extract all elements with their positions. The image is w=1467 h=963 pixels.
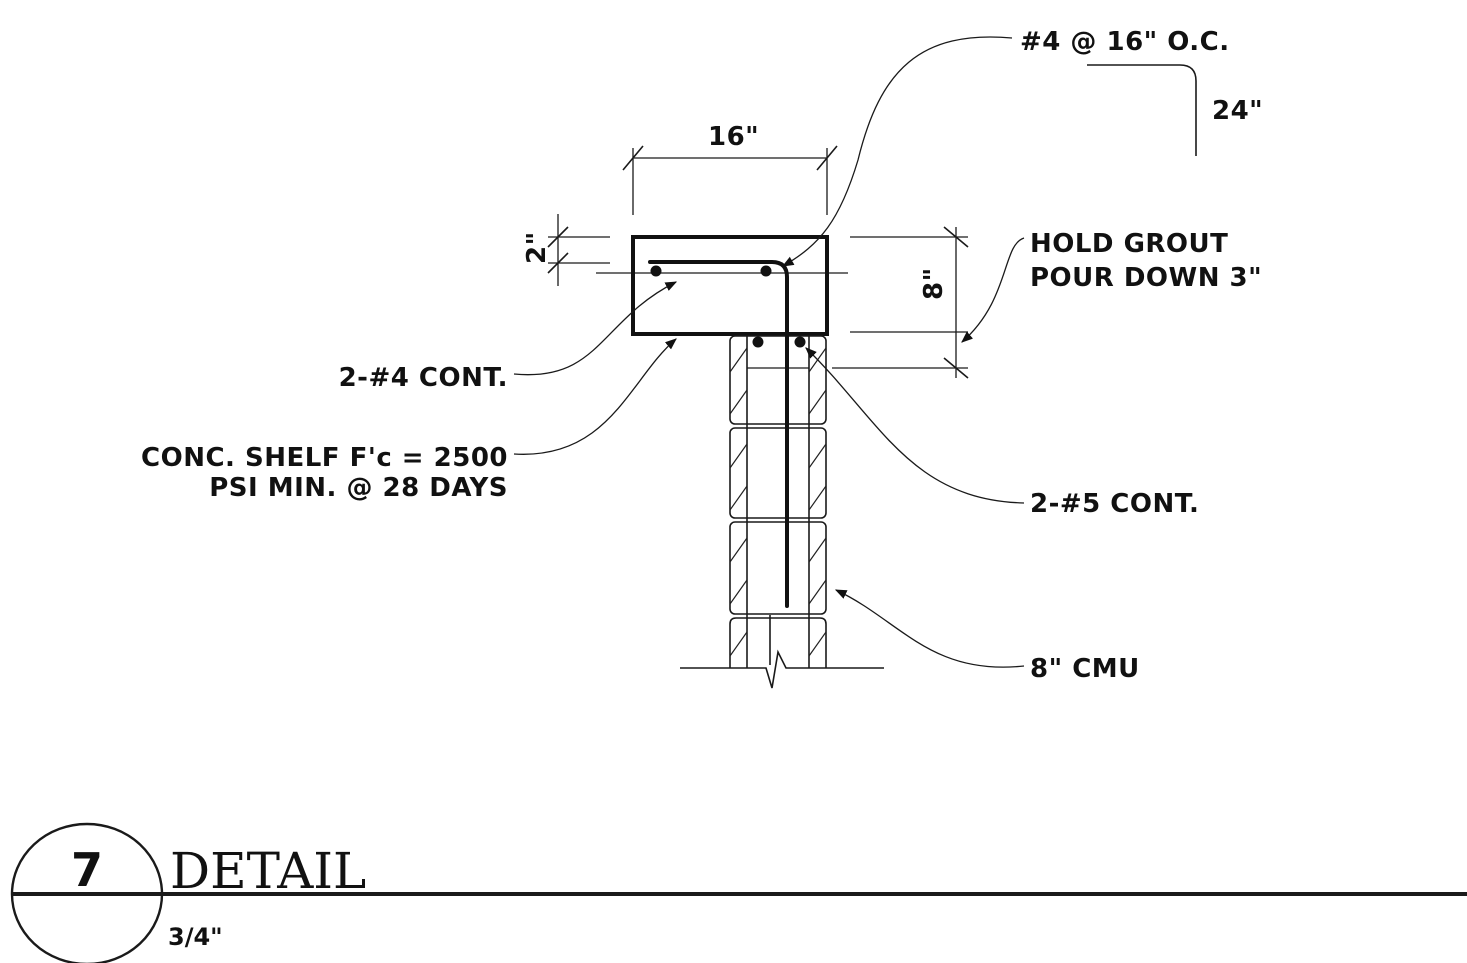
shelf-concrete-line1: CONC. SHELF F'c = 2500: [141, 443, 508, 473]
detail-title-block: 7 DETAIL 3/4": [10, 822, 1467, 963]
hook-length-label: 24": [1212, 96, 1263, 126]
cmu-wall: [680, 335, 884, 689]
cover-dimension-label: 2": [522, 231, 552, 264]
shelf-concrete-line2: PSI MIN. @ 28 DAYS: [209, 473, 508, 503]
concrete-shelf: [631, 235, 829, 336]
reinforcement: [648, 260, 806, 665]
hold-grout-line1: HOLD GROUT: [1030, 229, 1228, 259]
cmu-wall-callout: 8" CMU: [1030, 654, 1140, 684]
width-dimension: 16": [622, 122, 838, 215]
detail-scale: 3/4": [168, 923, 223, 951]
shelf-bars-callout: 2-#4 CONT.: [339, 363, 508, 393]
detail-number: 7: [71, 843, 103, 897]
hold-grout-line2: POUR DOWN 3": [1030, 263, 1262, 293]
stirrup-callout: #4 @ 16" O.C.: [1020, 27, 1230, 57]
cover-dimension: 2": [522, 214, 610, 286]
depth-dimension: 8": [832, 226, 969, 379]
width-dimension-label: 16": [708, 122, 759, 152]
leader-lines: [513, 36, 1197, 668]
depth-dimension-label: 8": [919, 267, 949, 300]
bond-beam-bars-callout: 2-#5 CONT.: [1030, 489, 1199, 519]
detail-title: DETAIL: [170, 842, 366, 900]
